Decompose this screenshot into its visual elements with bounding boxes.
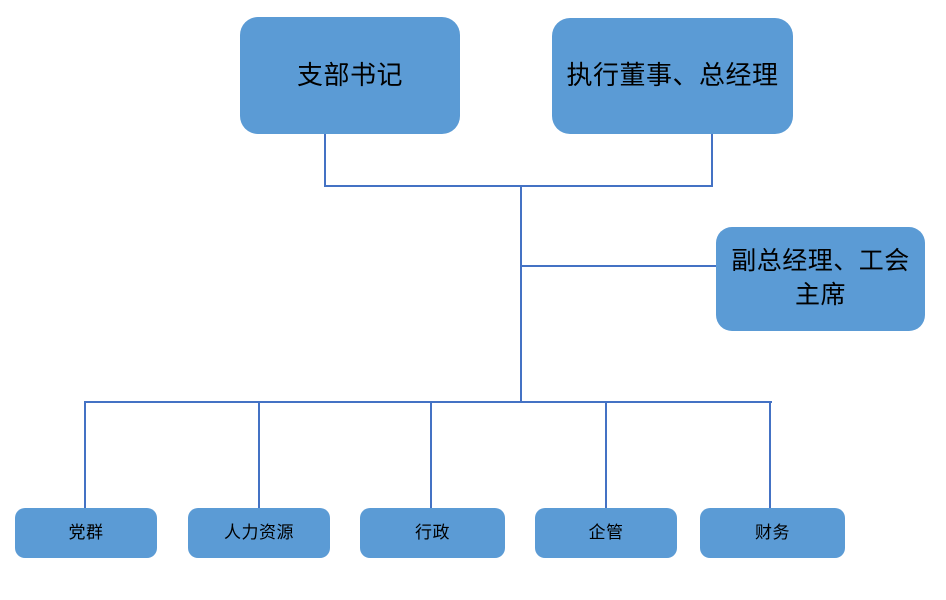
connector-department-drop-0 [84, 401, 86, 509]
node-executive-director[interactable]: 执行董事、总经理 [552, 18, 793, 134]
connector-top-horizontal-bar [324, 185, 713, 187]
node-department-1[interactable]: 人力资源 [188, 508, 330, 558]
node-deputy-general-manager[interactable]: 副总经理、工会主席 [716, 227, 925, 331]
connector-party-secretary-down [324, 133, 326, 187]
node-department-4-label: 财务 [755, 522, 790, 542]
connector-department-drop-1 [258, 401, 260, 509]
connector-central-trunk [520, 185, 522, 403]
connector-department-bus [84, 401, 772, 403]
node-deputy-general-manager-label: 副总经理、工会主席 [731, 247, 910, 309]
connector-department-drop-4 [769, 401, 771, 509]
connector-executive-director-down [711, 133, 713, 187]
node-department-2[interactable]: 行政 [360, 508, 505, 558]
node-party-secretary-label: 支部书记 [296, 59, 403, 90]
node-department-0[interactable]: 党群 [15, 508, 157, 558]
node-executive-director-label: 执行董事、总经理 [566, 60, 779, 91]
connector-deputy-gm-branch [520, 265, 717, 267]
node-department-4[interactable]: 财务 [700, 508, 845, 558]
node-department-3[interactable]: 企管 [535, 508, 677, 558]
node-department-3-label: 企管 [588, 522, 624, 542]
node-department-1-label: 人力资源 [224, 522, 294, 542]
node-party-secretary[interactable]: 支部书记 [240, 17, 460, 134]
connector-department-drop-3 [605, 401, 607, 509]
connector-department-drop-2 [430, 401, 432, 509]
node-department-2-label: 行政 [415, 522, 450, 542]
node-department-0-label: 党群 [68, 522, 104, 542]
